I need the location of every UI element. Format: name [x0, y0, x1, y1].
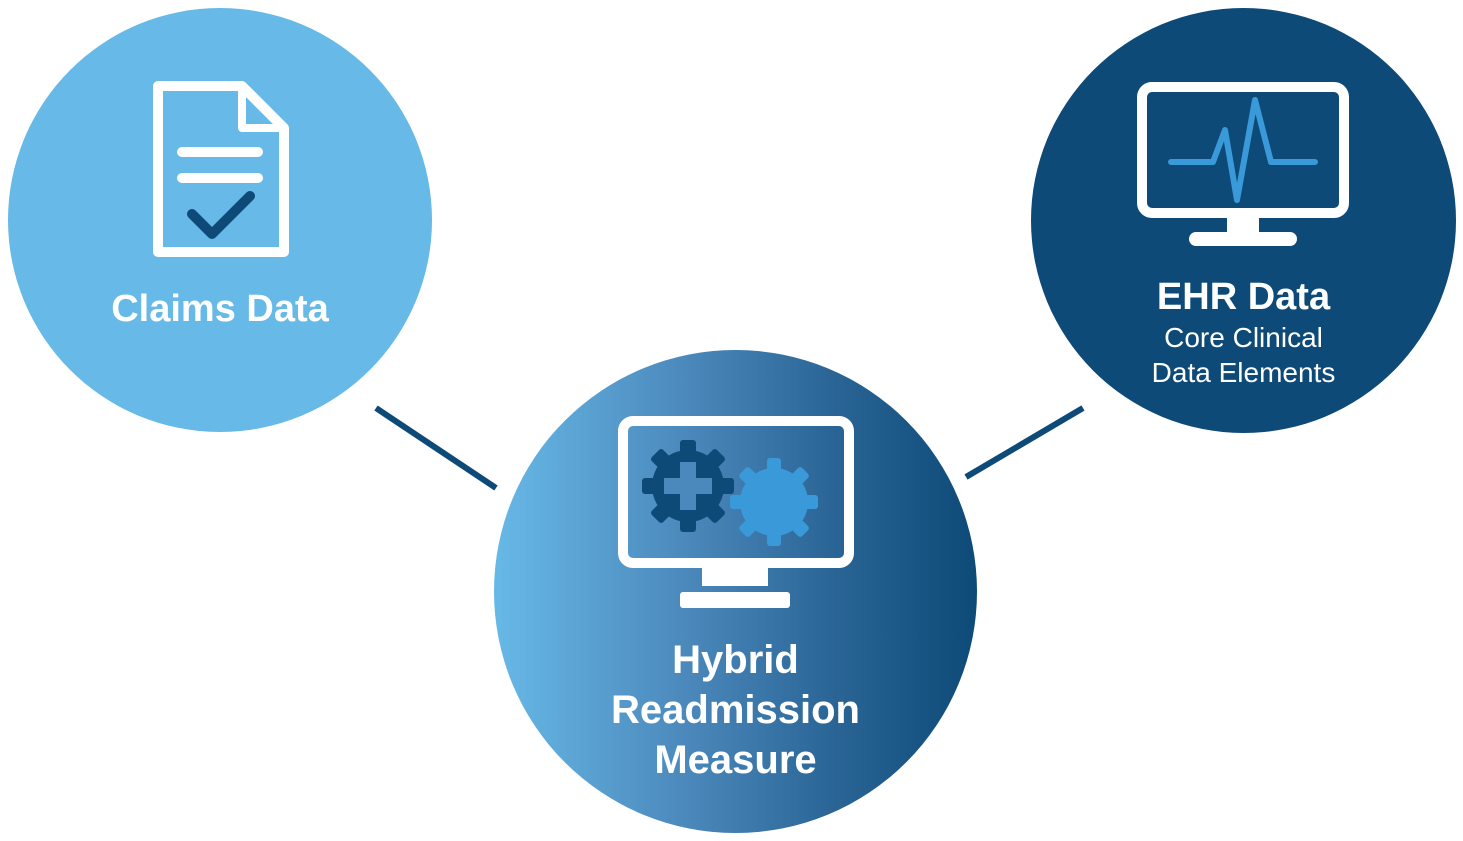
ehr-data-subtitle: Core Clinical Data Elements: [1031, 320, 1456, 390]
hybrid-measure-node: Hybrid Readmission Measure: [494, 350, 977, 833]
connector-claims-hybrid: [374, 405, 498, 491]
connector-ehr-hybrid: [964, 405, 1085, 480]
monitor-gears-icon: [618, 416, 854, 608]
hybrid-title-line-1: Hybrid: [672, 638, 799, 682]
claims-data-node: Claims Data: [8, 8, 432, 432]
hybrid-title-line-2: Readmission: [611, 688, 860, 732]
ehr-data-node: EHR Data Core Clinical Data Elements: [1031, 8, 1456, 433]
monitor-heartbeat-icon: [1137, 82, 1349, 246]
ehr-subtitle-line-2: Data Elements: [1151, 357, 1336, 388]
ehr-data-title: EHR Data: [1156, 276, 1331, 318]
hybrid-measure-title: Hybrid Readmission Measure: [494, 635, 977, 785]
light-gear: [730, 458, 818, 546]
hybrid-title-line-3: Measure: [654, 738, 817, 782]
claims-data-title: Claims Data: [111, 288, 329, 330]
dark-gear-plus: [642, 440, 734, 532]
document-check-icon: [153, 81, 289, 257]
ehr-subtitle-line-1: Core Clinical: [1164, 322, 1323, 353]
